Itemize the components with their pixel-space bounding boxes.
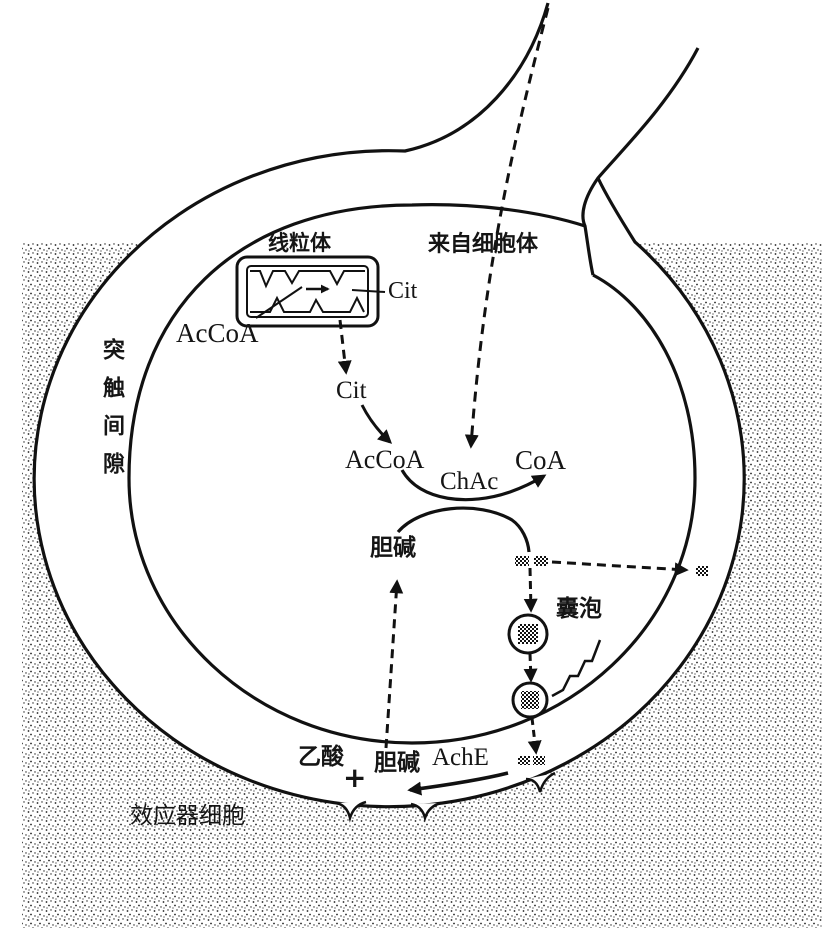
- from-cell-body-label: 来自细胞体: [428, 232, 539, 257]
- effector-cell-label: 效应器细胞: [130, 803, 245, 829]
- vesicle-label: 囊泡: [556, 596, 602, 622]
- mitochondrion-cristae: [250, 270, 365, 289]
- acetylcholine-cluster: [518, 756, 530, 765]
- cit-to-accoa-arrow: [360, 404, 393, 444]
- ach-release-arrow: [527, 717, 542, 755]
- outer-membrane: [32, 2, 746, 809]
- membrane-notch: [410, 801, 442, 823]
- membrane-notch: [335, 800, 367, 823]
- acetylcholine-cluster: [533, 756, 545, 765]
- synaptic-cleft-label: 突触间隙: [99, 338, 124, 490]
- nerve-impulse-line: [551, 639, 602, 698]
- cell-body-transport-arrow: [464, 7, 550, 449]
- axon-wall: [581, 47, 700, 276]
- ache-label: AchE: [432, 744, 489, 771]
- ach-to-vesicle-arrow: [523, 567, 538, 613]
- mitochondrion-cristae: [250, 295, 365, 313]
- choline-reuptake-arrow: [384, 579, 404, 749]
- choline-to-ach-curve: [396, 506, 531, 553]
- acetylcholine-cluster: [534, 556, 548, 566]
- coa-label: CoA: [515, 445, 567, 475]
- ach-diffusion-arrow: [551, 560, 689, 577]
- cit-label: Cit: [336, 377, 367, 404]
- chac-label: ChAc: [440, 468, 499, 495]
- mitochondrion-label: 线粒体: [268, 231, 331, 255]
- terminal-area: [35, 150, 745, 806]
- accoa-to-coa-arrow: [400, 469, 547, 502]
- accoa-label: AcCoA: [345, 445, 425, 474]
- acetylcholine-cluster: [515, 556, 529, 566]
- acetylcholine-cluster: [518, 624, 538, 644]
- released-choline-label: 胆碱: [374, 750, 420, 776]
- acetylcholine-cluster: [696, 566, 708, 576]
- acetylcholine-cluster: [521, 691, 539, 709]
- vesicle-movement-arrow: [523, 653, 538, 683]
- ache-hydrolysis-arrow: [407, 771, 509, 796]
- mito-accoa-label: AcCoA: [176, 318, 259, 348]
- plus-sign: +: [343, 761, 367, 794]
- cit-transport-arrow: [337, 319, 352, 375]
- membrane-notch: [525, 771, 556, 797]
- cit-pointer-line: [351, 289, 386, 293]
- presynaptic-membrane: [127, 203, 697, 745]
- choline-label: 胆碱: [370, 535, 416, 561]
- accoa-pointer-line: [255, 286, 303, 319]
- mito-cit-label: Cit: [388, 278, 418, 304]
- acetic-acid-label: 乙酸: [298, 744, 344, 770]
